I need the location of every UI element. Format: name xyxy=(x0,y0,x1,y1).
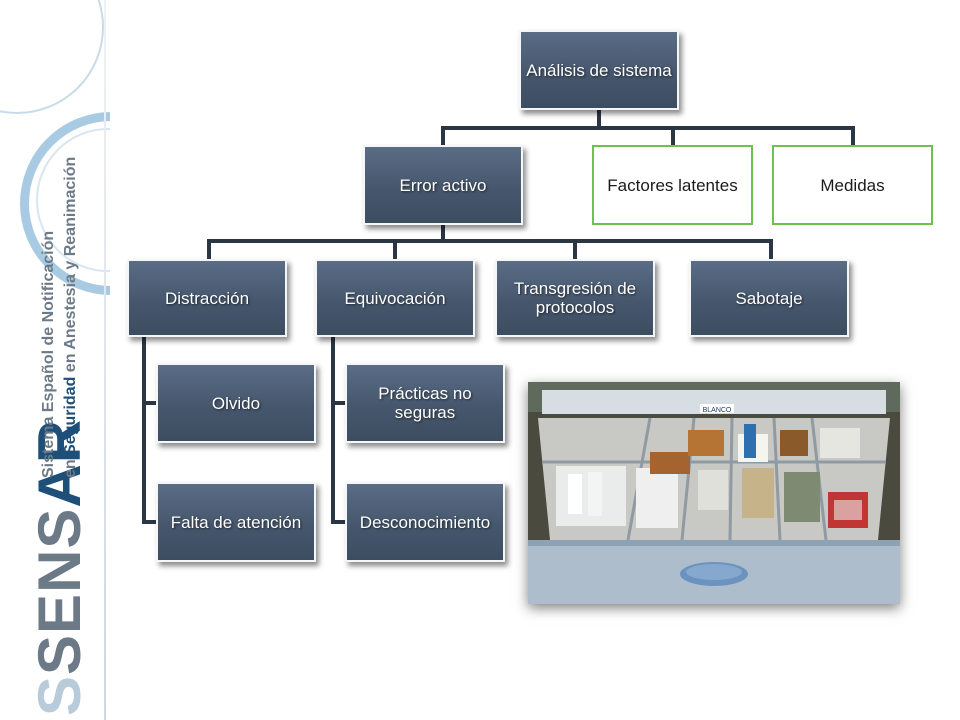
logo-ar: AR xyxy=(26,418,93,508)
node-sabotaje: Sabotaje xyxy=(689,259,849,337)
connector xyxy=(331,336,335,524)
connector xyxy=(441,126,445,146)
connector xyxy=(441,224,445,241)
connector xyxy=(441,126,855,130)
brand-strip: SSENSAR Sistema Español de Notificación … xyxy=(0,0,110,720)
sensar-logo: SSENSAR Sistema Español de Notificación … xyxy=(2,157,106,716)
connector xyxy=(142,336,146,524)
node-transgresion-de-protocolos: Transgresión de protocolos xyxy=(495,259,655,337)
logo-wordmark: SSENSAR xyxy=(26,419,93,716)
connector xyxy=(207,239,211,260)
connector xyxy=(207,239,773,243)
logo-sub-rest: en Anestesia y Reanimación xyxy=(62,156,79,373)
node-equivocacion: Equivocación xyxy=(315,259,475,337)
connector xyxy=(331,401,347,405)
connector xyxy=(597,109,601,128)
connector xyxy=(671,126,675,146)
node-olvido: Olvido xyxy=(156,363,316,443)
logo-sub-prefix: en xyxy=(62,459,79,478)
logo-sub-highlight: Seguridad xyxy=(62,376,79,455)
connector xyxy=(573,239,577,260)
connector xyxy=(393,239,397,260)
logo-sens: SENS xyxy=(26,507,93,675)
node-practicas-no-seguras: Prácticas no seguras xyxy=(345,363,505,443)
connector xyxy=(331,520,347,524)
drawer-label: BLANCO xyxy=(703,407,732,414)
node-medidas: Medidas xyxy=(772,145,933,225)
node-analisis-de-sistema: Análisis de sistema xyxy=(519,30,679,110)
decorative-ring xyxy=(0,0,104,114)
connector xyxy=(142,401,158,405)
logo-subtitle-1: Sistema Español de Notificación xyxy=(40,230,57,478)
node-desconocimiento: Desconocimiento xyxy=(345,482,505,562)
drawer-illustration: BLANCO xyxy=(528,382,900,604)
logo-subtitle-2: en Seguridad en Anestesia y Reanimación xyxy=(62,157,80,478)
logo-s: S xyxy=(26,674,93,716)
node-error-activo: Error activo xyxy=(363,145,523,225)
connector xyxy=(851,126,855,146)
connector xyxy=(769,239,773,260)
node-factores-latentes: Factores latentes xyxy=(592,145,753,225)
node-falta-de-atencion: Falta de atención xyxy=(156,482,316,562)
medication-drawer-photo: BLANCO xyxy=(528,382,900,604)
connector xyxy=(142,520,158,524)
divider-line xyxy=(104,0,106,720)
node-distraccion: Distracción xyxy=(127,259,287,337)
